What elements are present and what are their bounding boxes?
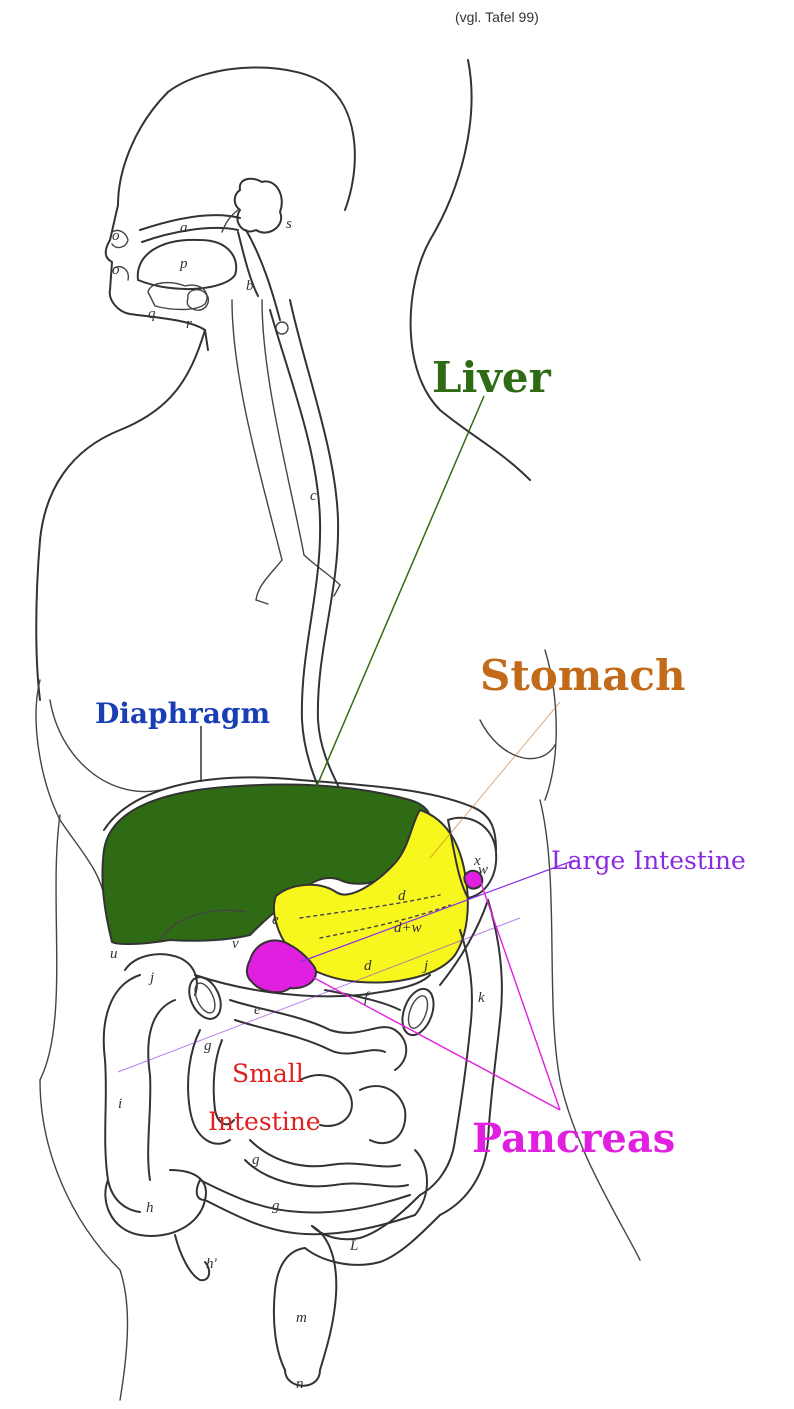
liver-label: Liver xyxy=(432,353,552,402)
letter-e2: e xyxy=(254,1002,261,1018)
letter-f: f xyxy=(364,990,370,1006)
small-intestine-label-line2: Intestine xyxy=(208,1107,321,1136)
letter-h: h xyxy=(146,1200,154,1216)
letter-d: d xyxy=(398,888,406,904)
small-intestine-label-line1: Small xyxy=(232,1059,304,1088)
letter-g: g xyxy=(204,1038,212,1054)
letter-d2: d xyxy=(364,958,372,974)
reference-text: (vgl. Tafel 99) xyxy=(455,9,539,25)
letter-q: q xyxy=(148,306,156,322)
esophagus xyxy=(232,300,345,815)
letter-a: a xyxy=(180,220,188,236)
large-intestine-label: Large Intestine xyxy=(551,846,746,875)
letter-w: w xyxy=(478,862,488,878)
letter-c: c xyxy=(310,488,317,504)
letter-g3: g xyxy=(272,1198,280,1214)
letter-j: j xyxy=(148,970,154,986)
letter-s: s xyxy=(286,216,292,232)
body-outline xyxy=(36,60,640,1400)
diaphragm-label: Diaphragm xyxy=(95,697,270,730)
leader-lines xyxy=(118,396,575,1110)
letter-m: m xyxy=(296,1310,307,1326)
stomach-label: Stomach xyxy=(480,651,686,700)
letter-b: b xyxy=(246,278,254,294)
letter-r: r xyxy=(186,316,192,332)
pancreas-label: Pancreas xyxy=(472,1115,675,1162)
letter-e: e xyxy=(272,912,279,928)
letter-p: p xyxy=(179,256,188,272)
letter-o2: o xyxy=(112,262,120,278)
letter-g2: g xyxy=(252,1152,260,1168)
letter-dw: d+w xyxy=(394,920,422,936)
letter-l: L xyxy=(349,1238,358,1254)
letter-k: k xyxy=(478,990,485,1006)
letter-i: i xyxy=(118,1096,122,1112)
letter-v: v xyxy=(232,936,239,952)
letter-u: u xyxy=(110,946,118,962)
letter-o: o xyxy=(112,228,120,244)
letter-h1: h' xyxy=(206,1256,218,1272)
letter-n: n xyxy=(296,1376,304,1392)
